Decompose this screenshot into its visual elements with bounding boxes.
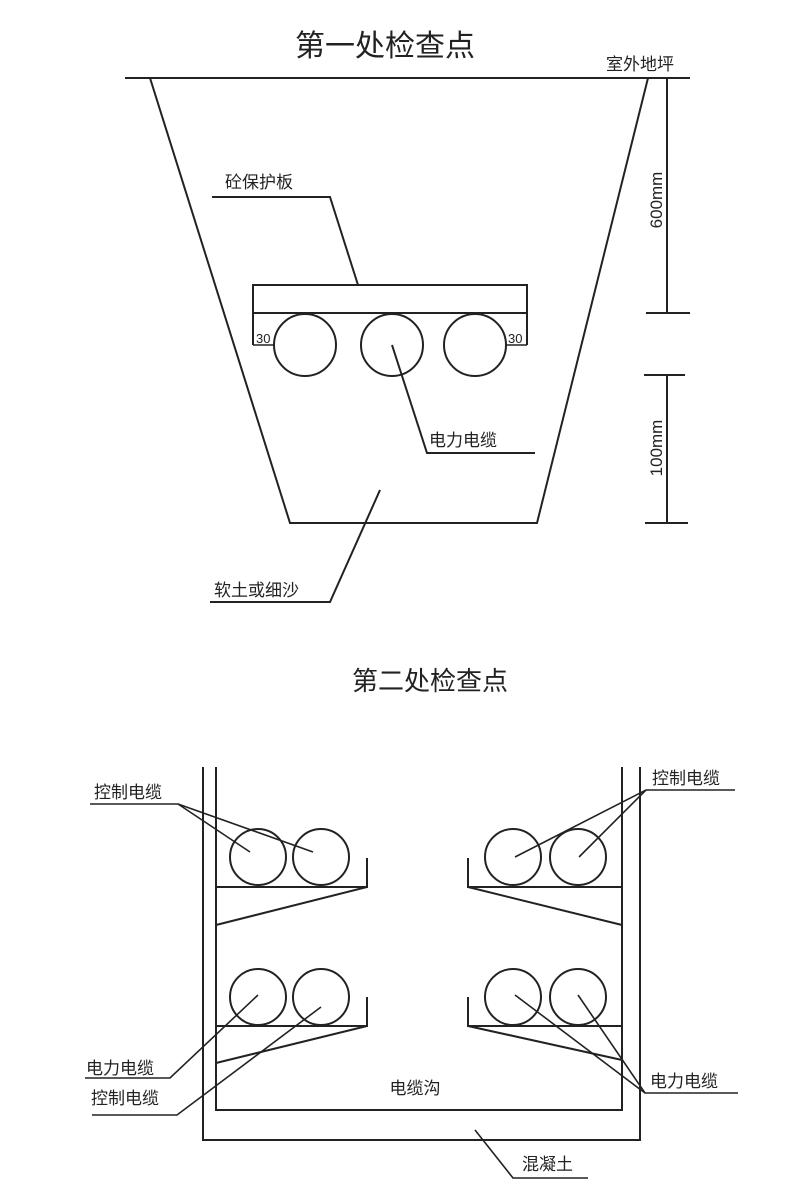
- left-power-label: 电力电缆: [86, 1059, 154, 1079]
- leader: [92, 1006, 322, 1116]
- leader: [85, 994, 259, 1079]
- cable-leader: [391, 344, 535, 454]
- control-cable: [549, 828, 607, 886]
- diagram2-title: 第二处检查点: [352, 667, 508, 697]
- diagram1-title: 第一处检查点: [295, 29, 475, 64]
- trench-outline: [149, 77, 649, 524]
- power-cable: [443, 313, 507, 377]
- left-control-label: 控制电缆: [91, 1089, 159, 1109]
- concrete-outer-wall: [202, 767, 641, 1141]
- concrete-leader: [474, 1129, 588, 1179]
- trench-label: 电缆沟: [390, 1079, 441, 1099]
- slab-label: 砼保护板: [225, 173, 293, 193]
- cable-tray: [467, 997, 622, 1027]
- trench-inner-wall: [215, 767, 623, 1111]
- concrete-label: 混凝土: [522, 1155, 573, 1175]
- tray-brace: [467, 1025, 623, 1061]
- control-cable: [484, 828, 542, 886]
- control-cable: [229, 828, 287, 886]
- power-cable: [484, 968, 542, 1026]
- tray-brace: [467, 886, 623, 926]
- soil-leader: [210, 489, 381, 603]
- control-cable: [292, 828, 350, 886]
- tray-brace: [215, 1025, 368, 1064]
- power-cable: [229, 968, 287, 1026]
- leader: [514, 789, 735, 858]
- dimension-100-label: 100mm: [647, 420, 666, 477]
- tray-brace: [215, 886, 368, 926]
- leader: [177, 803, 314, 853]
- inspection-point-2: 第二处检查点 控制电缆 电力电缆 控制电缆 控制电缆 电力电缆: [85, 667, 738, 1179]
- right-top-label: 控制电缆: [652, 769, 720, 789]
- left-top-label: 控制电缆: [94, 783, 162, 803]
- power-cable: [360, 313, 424, 377]
- ground-label: 室外地坪: [606, 55, 674, 75]
- gap-right-label: 30: [508, 331, 522, 346]
- gap-left-label: 30: [256, 331, 270, 346]
- control-cable: [292, 968, 350, 1026]
- soil-label: 软土或细沙: [214, 581, 299, 601]
- right-power-label: 电力电缆: [650, 1072, 718, 1092]
- power-cable: [549, 968, 607, 1026]
- leader: [577, 994, 646, 1094]
- cable-label: 电力电缆: [429, 431, 497, 451]
- power-cable: [273, 313, 337, 377]
- cable-tray: [467, 858, 622, 888]
- concrete-slab: [252, 284, 528, 314]
- slab-leader: [212, 196, 359, 286]
- dimension-600-label: 600mm: [647, 172, 666, 229]
- inspection-point-1: 第一处检查点 室外地坪 600mm 100mm 30 30 砼保护板 电力电缆 …: [125, 29, 690, 603]
- leader: [578, 789, 647, 858]
- leader: [90, 803, 251, 853]
